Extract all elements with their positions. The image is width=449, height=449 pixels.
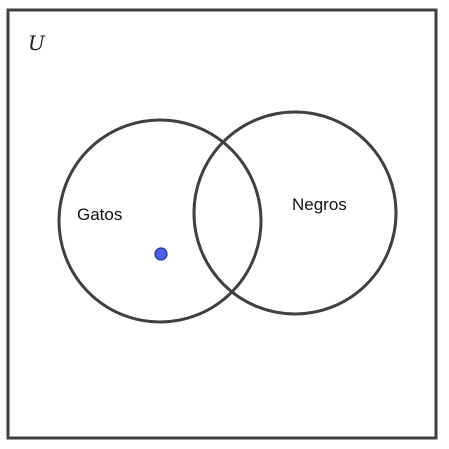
set-label-gatos: Gatos	[77, 205, 122, 224]
universe-rectangle	[6, 8, 438, 440]
set-circle-gatos	[57, 118, 263, 324]
universe-label: U	[28, 31, 46, 55]
set-label-negros: Negros	[292, 195, 347, 214]
element-point[interactable]	[154, 247, 168, 261]
set-circle-negros	[192, 110, 398, 316]
